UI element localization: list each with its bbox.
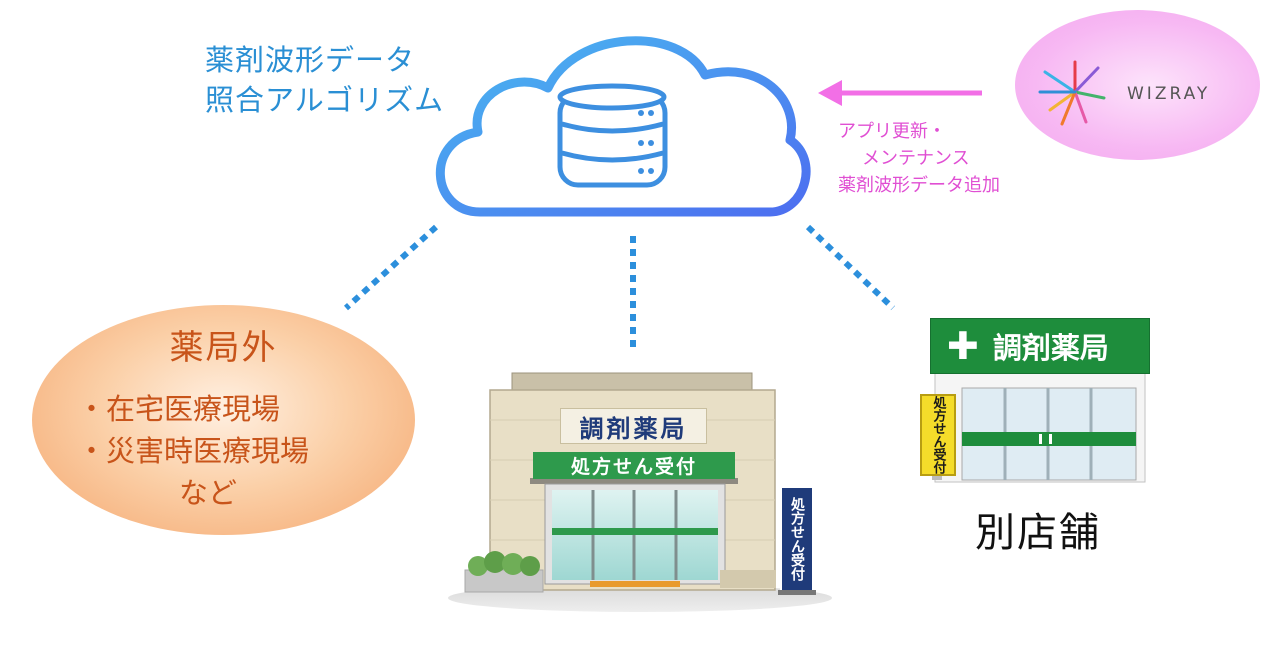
outside-list: ・在宅医療現場 ・災害時医療現場 など [77, 388, 309, 514]
cloud-label: 薬剤波形データ 照合アルゴリズム [205, 40, 444, 120]
wizray-logo-icon [1038, 60, 1106, 126]
outside-item-disaster: ・災害時医療現場 [77, 434, 310, 468]
update-arrow [818, 80, 982, 106]
outside-item-etc: など [179, 476, 238, 510]
outside-pharmacy-bubble [32, 305, 415, 535]
branch-label: 別店舗 [975, 510, 1101, 556]
update-note-line3: 薬剤波形データ追加 [838, 175, 1000, 196]
cloud-label-line2: 照合アルゴリズム [205, 83, 445, 117]
update-note: アプリ更新・ メンテナンス 薬剤波形データ追加 [838, 118, 1000, 199]
branch-pharmacy-building [932, 371, 1146, 483]
outside-item-home-care: ・在宅医療現場 [77, 392, 281, 426]
connection-lines [343, 224, 896, 350]
update-note-line1: アプリ更新・ [838, 121, 946, 142]
main-pharmacy-name-sign: 調剤薬局 [560, 408, 707, 444]
wizray-bubble [1015, 10, 1260, 160]
wizray-logo-text: WIZRAY [1127, 84, 1211, 104]
outside-title: 薬局外 [169, 328, 278, 368]
pharmacy-cross-icon: ✚ [947, 324, 979, 368]
main-pharmacy-banner: 処方せん受付 [533, 452, 735, 479]
link-outside [343, 224, 439, 311]
cloud-label-line1: 薬剤波形データ [205, 43, 416, 77]
branch-pharmacy-sign: ✚ 調剤薬局 [930, 318, 1150, 374]
update-note-line2: メンテナンス [862, 148, 970, 169]
branch-side-sign: 処方せん受付 [920, 394, 956, 476]
link-branch [805, 224, 896, 311]
branch-pharmacy-sign-text: 調剤薬局 [992, 331, 1109, 365]
database-icon [557, 83, 668, 188]
main-pharmacy-stand-sign: 処方せん受付 [789, 497, 805, 581]
